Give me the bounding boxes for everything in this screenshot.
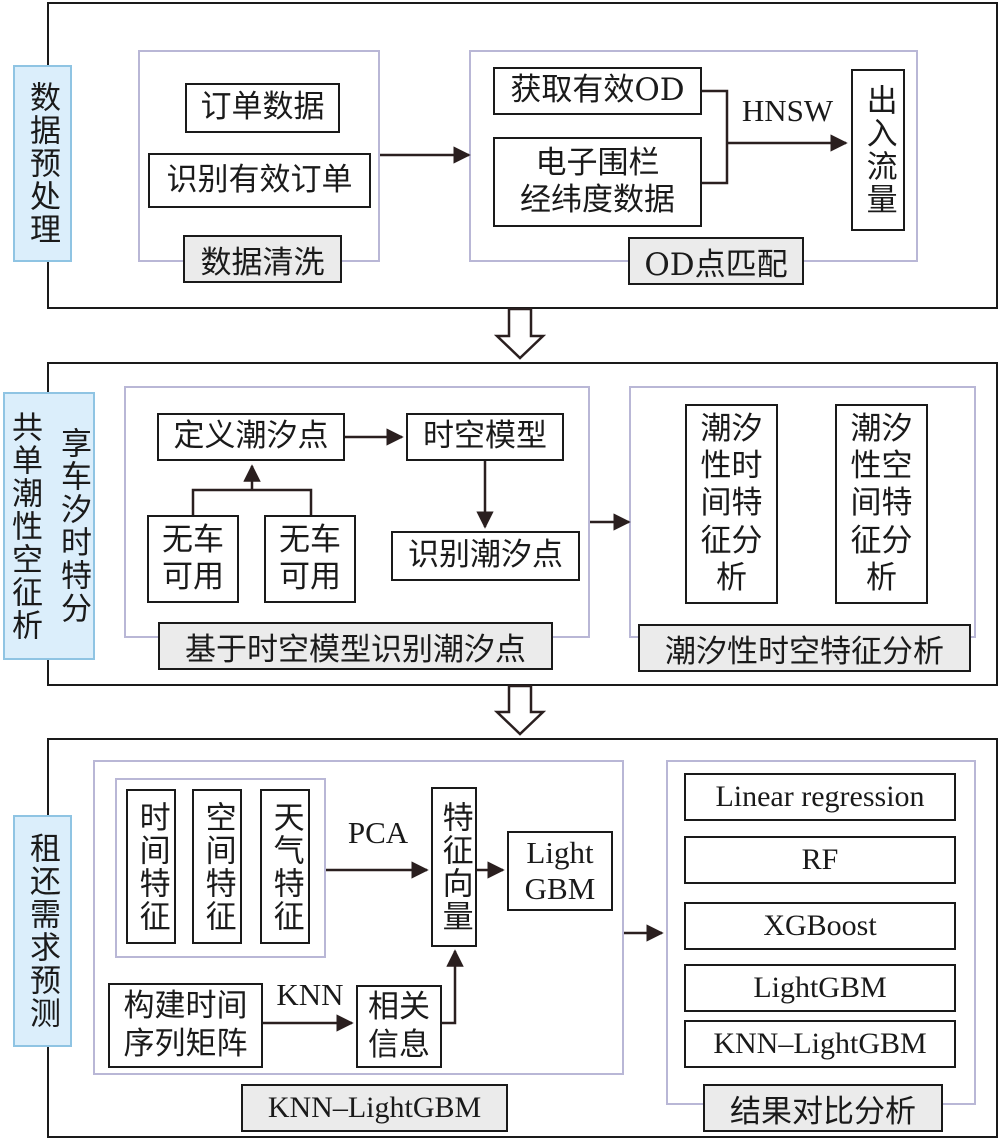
identify-tidal-box: 识别潮汐点: [391, 531, 580, 581]
weather-feature-box: 天气特征: [260, 789, 310, 944]
no-car-right-text: 无车可用: [279, 521, 341, 595]
related-line1: 相关: [368, 989, 430, 1026]
stage1-to-stage2-arrow: [493, 307, 547, 360]
arrow-nocar-to-define: [191, 466, 313, 515]
result-lightgbm: LightGBM: [684, 964, 956, 1012]
stage2-side-label: 享车汐时特分 共单潮性空征析: [3, 392, 95, 660]
no-car-right-box: 无车可用: [264, 515, 356, 603]
stage2-side-label-col2: 享车汐时特分: [55, 427, 91, 625]
tidal-identify-caption: 基于时空模型识别潮汐点: [158, 622, 553, 670]
feature-vector-box: 特征向量: [431, 787, 477, 947]
valid-od-box: 获取有效OD: [493, 67, 702, 115]
geofence-line2: 经纬度数据: [520, 182, 675, 218]
no-car-left-box: 无车可用: [147, 515, 239, 603]
order-data-box: 订单数据: [185, 83, 340, 133]
od-match-caption: OD点匹配: [628, 237, 804, 285]
lightgbm-line2: GBM: [524, 871, 596, 906]
knn-lightgbm-caption: KNN–LightGBM: [241, 1084, 508, 1132]
result-linear-regression: Linear regression: [684, 773, 956, 821]
knn-label: KNN: [276, 977, 344, 1012]
matrix-line1: 构建时间: [123, 988, 248, 1025]
inout-flow-box: 出入流量: [851, 69, 905, 231]
related-info-box: 相关 信息: [356, 985, 442, 1068]
geofence-line1: 电子围栏: [535, 144, 660, 181]
time-feature-box: 时间特征: [126, 789, 176, 944]
results-caption: 结果对比分析: [703, 1084, 943, 1132]
temporal-analysis-text: 潮汐性时间特征分析: [700, 411, 763, 596]
stage2-side-label-col1: 共单潮性空征析: [6, 410, 42, 642]
cleaning-caption: 数据清洗: [183, 235, 342, 283]
geofence-box: 电子围栏 经纬度数据: [493, 137, 702, 227]
temporal-analysis-box: 潮汐性时间特征分析: [685, 404, 778, 604]
arrow-related-to-vector: [442, 949, 464, 1025]
related-line2: 信息: [368, 1026, 430, 1063]
space-feature-box: 空间特征: [192, 789, 242, 944]
stage1-side-label: 数据预处理: [13, 65, 72, 262]
matrix-line2: 序列矩阵: [123, 1025, 248, 1062]
spatial-analysis-box: 潮汐性空间特征分析: [835, 404, 928, 604]
stage2-to-stage3-arrow: [493, 684, 547, 736]
tidal-analysis-caption: 潮汐性时空特征分析: [638, 624, 971, 672]
lightgbm-line1: Light: [526, 835, 594, 871]
spatial-analysis-text: 潮汐性空间特征分析: [850, 411, 913, 596]
stage3-side-label: 租还需求预测: [13, 815, 72, 1047]
arrow-merge-to-flow: [702, 89, 846, 185]
spatiotemporal-model-box: 时空模型: [406, 413, 564, 461]
no-car-left-text: 无车可用: [162, 521, 224, 595]
result-xgboost: XGBoost: [684, 902, 956, 950]
result-rf: RF: [684, 836, 956, 884]
time-series-matrix-box: 构建时间 序列矩阵: [108, 983, 263, 1068]
identify-valid-orders-box: 识别有效订单: [148, 153, 371, 208]
hnsw-label: HNSW: [741, 93, 834, 128]
pca-label: PCA: [347, 815, 409, 850]
result-knn-lightgbm: KNN–LightGBM: [684, 1020, 956, 1068]
lightgbm-box: Light GBM: [507, 831, 613, 911]
